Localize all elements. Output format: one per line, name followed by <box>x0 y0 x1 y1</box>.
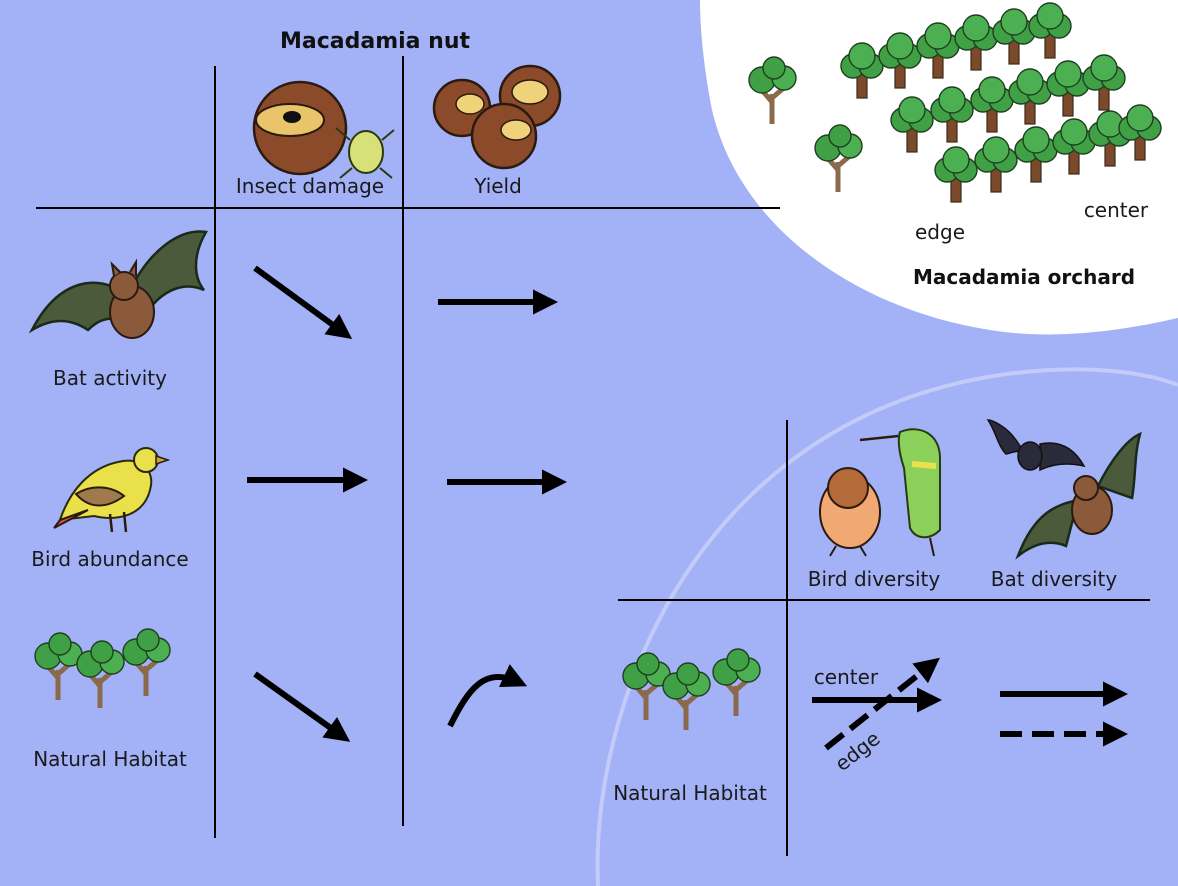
bird-diversity-icon <box>819 428 941 557</box>
inset-row-natural-habitat: Natural Habitat <box>613 781 767 805</box>
inset-center-label: center <box>814 665 879 689</box>
column-header-yield: Yield <box>473 174 522 198</box>
inset-panel-outline <box>595 367 1178 886</box>
diagram-title: Macadamia nut <box>280 29 471 54</box>
yield-icon <box>432 64 562 170</box>
orchard-center-label: center <box>1084 198 1149 222</box>
bird-icon <box>53 447 171 533</box>
row-label-bat-activity: Bat activity <box>53 366 167 390</box>
inset-column-bat-diversity: Bat diversity <box>991 567 1118 591</box>
arrow-habitat-yield <box>447 664 528 728</box>
orchard-title: Macadamia orchard <box>913 265 1135 289</box>
row-label-natural-habitat: Natural Habitat <box>33 747 187 771</box>
inset-column-bird-diversity: Bird diversity <box>808 567 941 591</box>
bat-icon <box>28 230 209 339</box>
bat-diversity-icon <box>986 419 1142 560</box>
row-label-bird-abundance: Bird abundance <box>31 547 188 571</box>
arrow-habitat-insect-damage <box>253 671 351 742</box>
orchard-edge-label: edge <box>915 220 965 244</box>
arrow-habitat-bird-diversity-edge <box>824 657 940 751</box>
column-header-insect-damage: Insect damage <box>236 174 384 198</box>
arrow-bat-insect-damage <box>253 265 353 339</box>
insect-damage-icon <box>252 80 395 179</box>
